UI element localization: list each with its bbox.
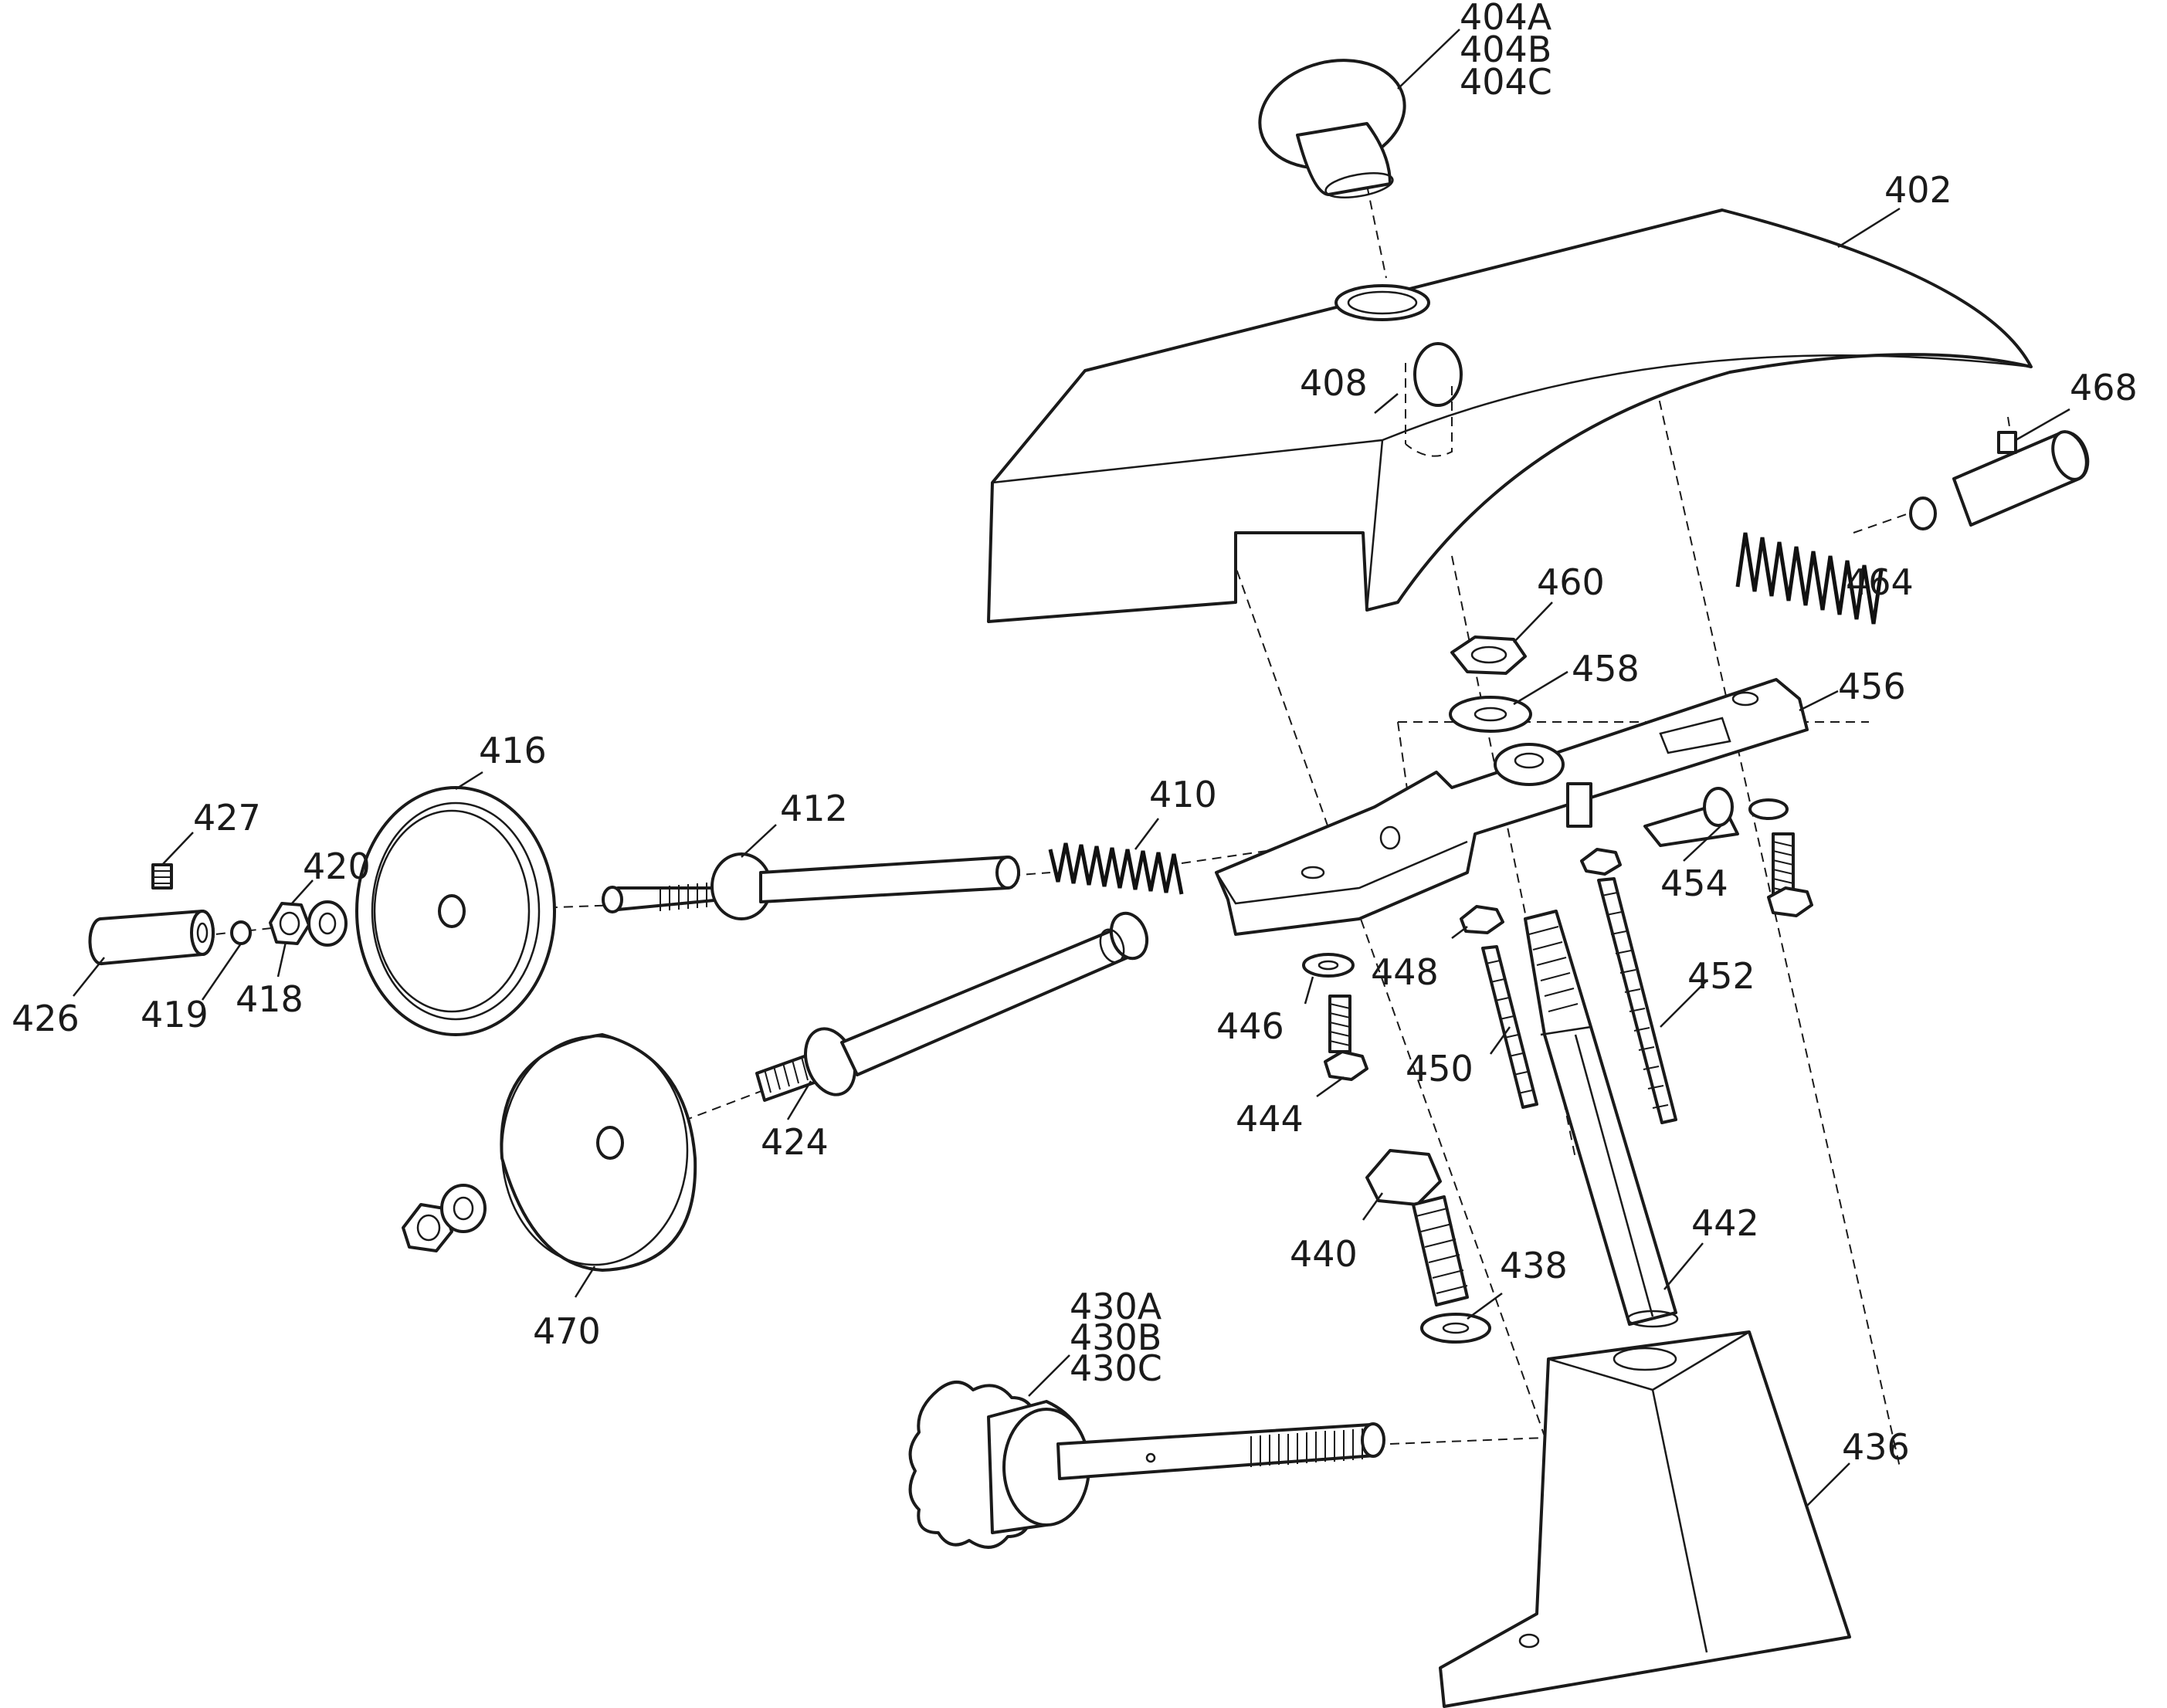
label-427: 427 bbox=[193, 797, 261, 839]
wheel-470 bbox=[500, 1033, 697, 1272]
label-416: 416 bbox=[479, 730, 547, 771]
label-452: 452 bbox=[1687, 955, 1755, 997]
bolt-440 bbox=[1365, 1149, 1469, 1306]
label-438: 438 bbox=[1500, 1245, 1568, 1286]
label-464: 464 bbox=[1846, 561, 1914, 603]
ring-419 bbox=[230, 920, 252, 945]
screw-right bbox=[1748, 798, 1813, 917]
label-436: 436 bbox=[1842, 1426, 1910, 1468]
screw-427 bbox=[151, 863, 173, 890]
label-408: 408 bbox=[1300, 362, 1368, 404]
label-430b: 430B bbox=[1070, 1317, 1161, 1358]
shaft-412 bbox=[602, 852, 1020, 920]
label-442: 442 bbox=[1691, 1202, 1759, 1244]
ring-464 bbox=[1909, 496, 1937, 530]
label-450: 450 bbox=[1406, 1048, 1473, 1090]
guard-cover-402 bbox=[987, 208, 2033, 623]
bracket-456 bbox=[1215, 678, 1809, 936]
label-410: 410 bbox=[1149, 774, 1217, 815]
label-402: 402 bbox=[1884, 169, 1952, 211]
washer-458 bbox=[1449, 696, 1532, 733]
washer-438 bbox=[1420, 1313, 1491, 1344]
label-430c: 430C bbox=[1070, 1347, 1162, 1389]
label-470: 470 bbox=[533, 1310, 601, 1352]
nut-460 bbox=[1450, 635, 1527, 675]
nut-448 bbox=[1460, 905, 1504, 934]
nut-washer-470 bbox=[402, 1184, 487, 1252]
retaining-ring-454 bbox=[1703, 787, 1734, 827]
label-404b: 404B bbox=[1460, 29, 1551, 70]
label-448: 448 bbox=[1371, 951, 1439, 993]
shaft-424 bbox=[755, 911, 1149, 1102]
label-426: 426 bbox=[12, 998, 80, 1039]
pin-426 bbox=[88, 910, 215, 966]
part-labels: 404A 404B 404C 402 408 468 460 464 458 4… bbox=[12, 0, 2138, 1468]
label-424: 424 bbox=[761, 1121, 829, 1163]
label-412: 412 bbox=[780, 788, 848, 829]
spring-410 bbox=[1048, 842, 1184, 895]
label-454: 454 bbox=[1660, 862, 1728, 904]
label-446: 446 bbox=[1216, 1005, 1284, 1047]
label-420: 420 bbox=[303, 846, 371, 887]
label-468: 468 bbox=[2070, 367, 2138, 408]
label-430a: 430A bbox=[1070, 1286, 1162, 1327]
threaded-rod-452 bbox=[1580, 848, 1677, 1124]
label-440: 440 bbox=[1290, 1233, 1358, 1275]
pin-468 bbox=[1952, 430, 2090, 527]
post-442 bbox=[1524, 910, 1679, 1328]
wheel-416 bbox=[355, 786, 556, 1036]
washer-418 bbox=[307, 900, 348, 947]
star-knob-430 bbox=[908, 1381, 1385, 1549]
spring-464 bbox=[1735, 532, 1884, 625]
label-404c: 404C bbox=[1460, 61, 1552, 103]
label-418: 418 bbox=[236, 978, 304, 1020]
nut-420 bbox=[269, 902, 310, 945]
washer-446 bbox=[1302, 953, 1355, 978]
bolt-444 bbox=[1324, 995, 1368, 1081]
label-444: 444 bbox=[1236, 1098, 1304, 1140]
label-419: 419 bbox=[141, 994, 209, 1035]
label-460: 460 bbox=[1537, 561, 1605, 603]
label-404a: 404A bbox=[1460, 0, 1552, 38]
knob-404 bbox=[1258, 59, 1406, 199]
label-458: 458 bbox=[1572, 648, 1640, 690]
label-456: 456 bbox=[1838, 666, 1906, 707]
leader-lines bbox=[73, 29, 2070, 1506]
base-436 bbox=[1439, 1330, 1851, 1708]
